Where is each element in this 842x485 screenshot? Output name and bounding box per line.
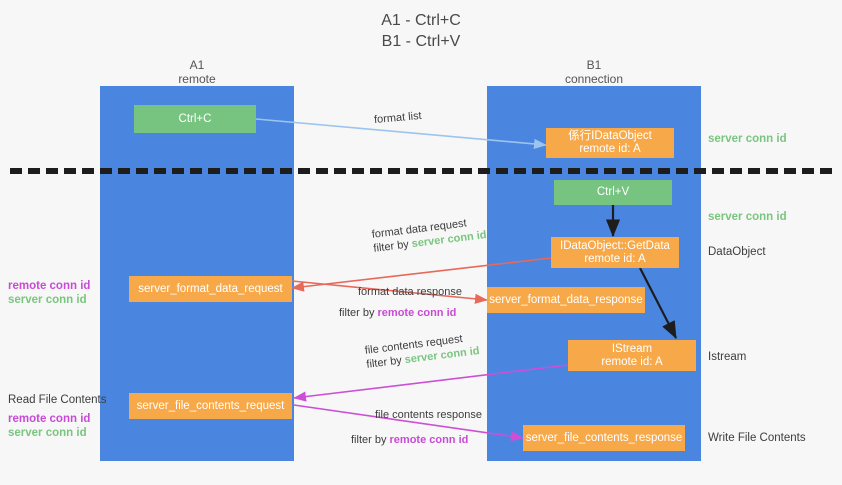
title-line-1: A1 - Ctrl+C — [381, 12, 461, 29]
annotation-server-conn-id-1: server conn id — [8, 294, 87, 306]
filter-value-remote-conn-id: remote conn id — [377, 307, 457, 319]
arrow-file-contents-response — [293, 404, 524, 442]
box-idataobject-top-line1: 係行IDataObject — [568, 130, 652, 142]
column-header-a1-sub: remote — [178, 72, 216, 86]
filter-prefix: filter by — [339, 307, 378, 319]
box-server-format-data-request-label: server_format_data_request — [138, 282, 283, 295]
box-idataobject-getdata[interactable]: IDataObject::GetData remote id: A — [551, 237, 679, 268]
phase-divider — [10, 168, 832, 174]
column-header-b1-name: B1 — [586, 58, 602, 72]
annotation-server-conn-id-mid: server conn id — [708, 211, 787, 223]
annotation-server-conn-id-top: server conn id — [708, 133, 787, 145]
arrow-format-list — [255, 118, 547, 150]
edge-label-file-contents-response: file contents response — [375, 408, 482, 422]
box-ctrl-v[interactable]: Ctrl+V — [554, 180, 672, 205]
box-ctrl-c-label: Ctrl+C — [178, 112, 212, 125]
annotation-istream: Istream — [708, 351, 747, 363]
annotation-server-conn-id-2: server conn id — [8, 427, 87, 439]
edge-label-file-contents-response-text: file contents response — [375, 409, 483, 421]
box-idataobject-top-line2: remote id: A — [579, 143, 641, 155]
edge-label-format-data-response-text: format data response — [358, 286, 462, 298]
box-server-format-data-response-label: server_format_data_response — [489, 293, 643, 306]
edge-label-file-contents-response-filter: filter by remote conn id — [351, 433, 468, 447]
diagram-title: A1 - Ctrl+C B1 - Ctrl+V — [0, 10, 842, 52]
box-server-file-contents-response-label: server_file_contents_response — [525, 431, 683, 444]
column-header-a1: A1 remote — [100, 58, 294, 86]
box-ctrl-v-label: Ctrl+V — [596, 186, 630, 198]
box-istream-line1: IStream — [611, 342, 653, 355]
filter-value-remote-conn-id: remote conn id — [389, 434, 469, 446]
box-istream[interactable]: IStream remote id: A — [568, 340, 696, 371]
box-server-file-contents-response[interactable]: server_file_contents_response — [523, 425, 685, 451]
box-idataobject-getdata-line2: remote id: A — [584, 252, 646, 265]
title-line-2: B1 - Ctrl+V — [381, 33, 461, 50]
box-ctrl-c[interactable]: Ctrl+C — [134, 105, 256, 133]
arrow-file-contents-request — [293, 364, 569, 402]
annotation-read-file-contents: Read File Contents — [8, 394, 107, 406]
box-idataobject-getdata-line1: IDataObject::GetData — [560, 239, 670, 252]
arrow-format-data-response — [291, 280, 488, 304]
box-server-format-data-request[interactable]: server_format_data_request — [129, 276, 292, 302]
box-idataobject-top[interactable]: 係行IDataObject remote id: A — [546, 128, 674, 158]
column-header-b1-sub: connection — [564, 72, 624, 86]
box-server-format-data-response[interactable]: server_format_data_response — [487, 287, 645, 313]
arrow-format-data-request — [291, 257, 552, 292]
edge-label-format-data-response-filter: filter by remote conn id — [339, 306, 456, 320]
box-server-file-contents-request-label: server_file_contents_request — [136, 399, 285, 412]
edge-label-format-data-response: format data response — [358, 285, 462, 299]
column-header-b1: B1 connection — [487, 58, 701, 86]
annotation-write-file-contents: Write File Contents — [708, 432, 806, 444]
annotation-remote-conn-id-1: remote conn id — [8, 280, 91, 292]
column-header-a1-name: A1 — [189, 58, 205, 72]
annotation-dataobject: DataObject — [708, 246, 766, 258]
box-istream-line2: remote id: A — [601, 355, 663, 368]
filter-prefix: filter by — [351, 434, 390, 446]
arrow-getdata-to-istream — [639, 267, 677, 339]
annotation-remote-conn-id-2: remote conn id — [8, 413, 91, 425]
box-server-file-contents-request[interactable]: server_file_contents_request — [129, 393, 292, 419]
